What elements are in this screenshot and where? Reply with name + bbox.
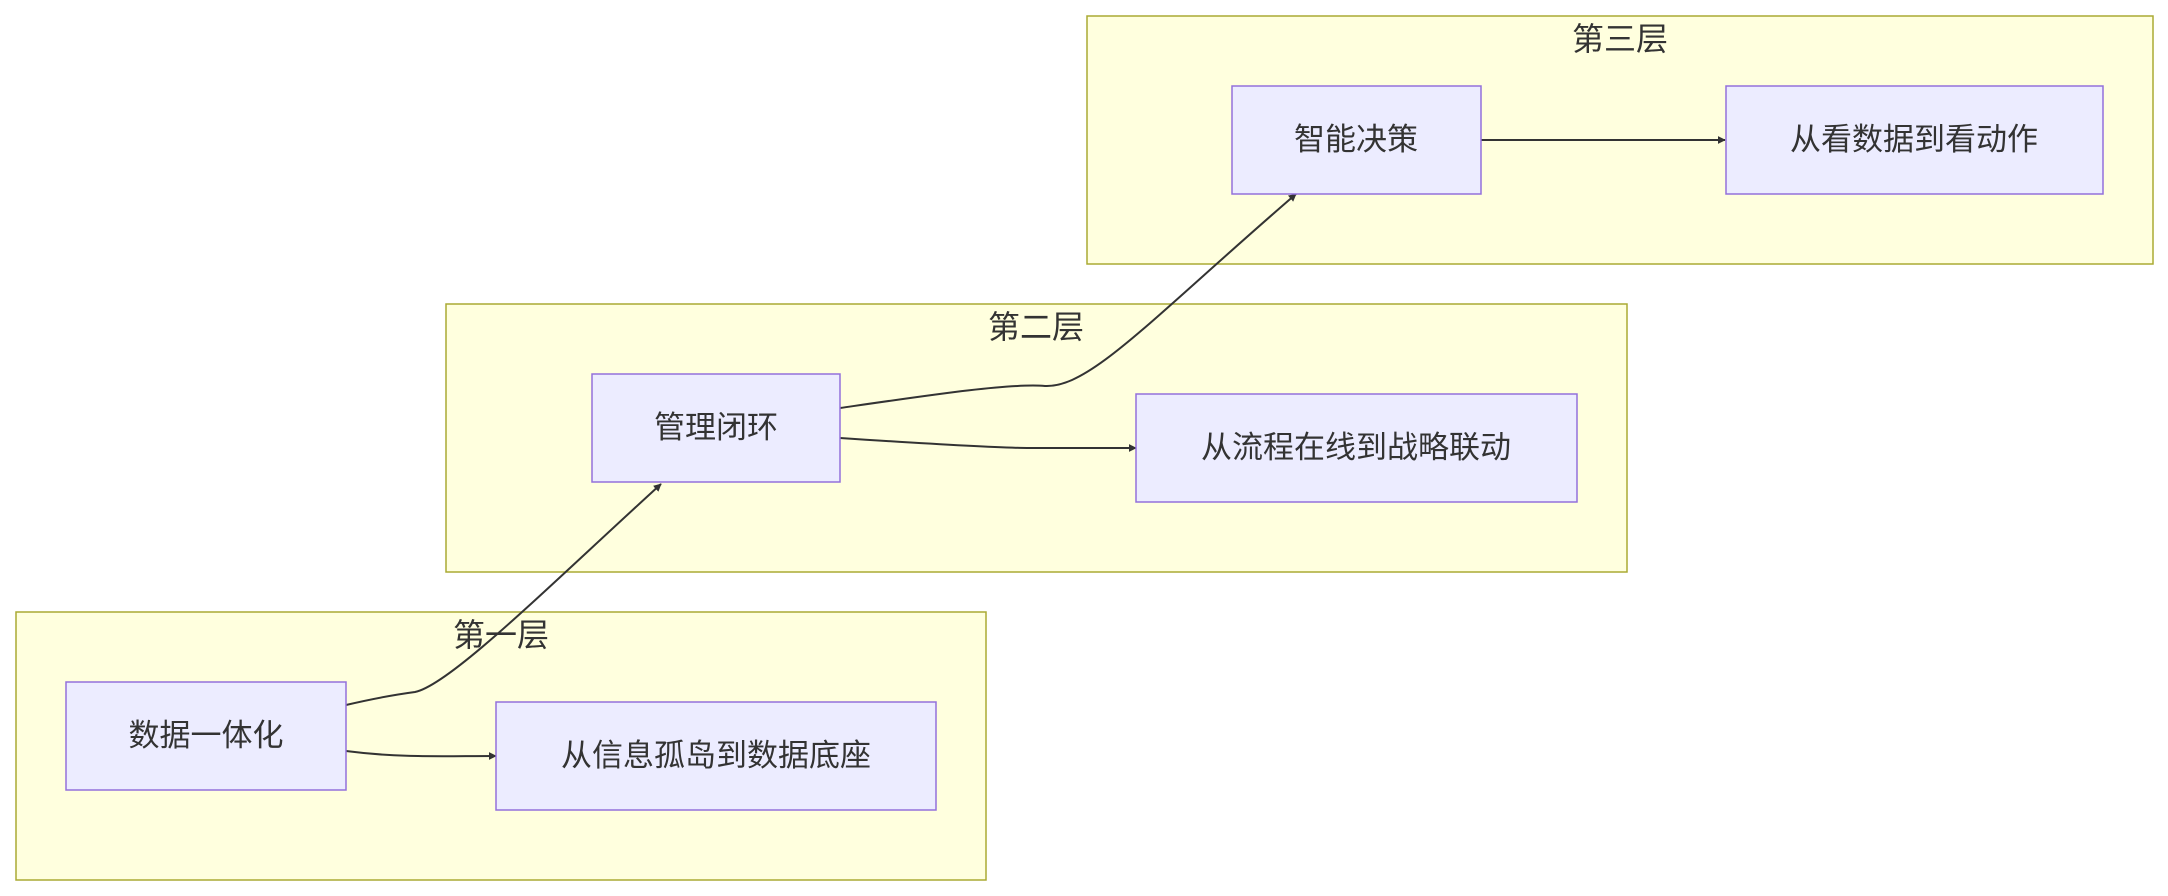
cluster-layer1-label: 第一层 [453, 616, 549, 654]
node-decision-box [1231, 85, 1482, 195]
node-see-action-box [1725, 85, 2104, 195]
node-data-integration-box [65, 681, 347, 791]
node-see-action: 从看数据到看动作 [1725, 85, 2104, 195]
edge-data-integration-to-island-base [345, 750, 497, 761]
node-island-base: 从信息孤岛到数据底座 [495, 701, 937, 811]
node-island-base-box [495, 701, 937, 811]
node-closed-loop: 管理闭环 [591, 373, 841, 483]
cluster-layer2-label: 第二层 [988, 308, 1084, 346]
node-closed-loop-label: 管理闭环 [654, 410, 778, 446]
edge-closed-loop-to-process-strategy [839, 437, 1137, 452]
edge-data-integration-to-closed-loop [345, 483, 662, 706]
node-decision: 智能决策 [1231, 85, 1482, 195]
edge-closed-loop-to-decision [839, 193, 1297, 409]
node-see-action-label: 从看数据到看动作 [1790, 122, 2038, 158]
node-process-strategy-label: 从流程在线到战略联动 [1201, 430, 1511, 466]
node-data-integration-label: 数据一体化 [129, 718, 284, 754]
node-island-base-label: 从信息孤岛到数据底座 [561, 738, 871, 774]
cluster-layer3-label: 第三层 [1572, 20, 1668, 58]
node-process-strategy: 从流程在线到战略联动 [1135, 393, 1578, 503]
node-closed-loop-box [591, 373, 841, 483]
node-process-strategy-box [1135, 393, 1578, 503]
node-decision-label: 智能决策 [1294, 122, 1418, 158]
node-data-integration: 数据一体化 [65, 681, 347, 791]
